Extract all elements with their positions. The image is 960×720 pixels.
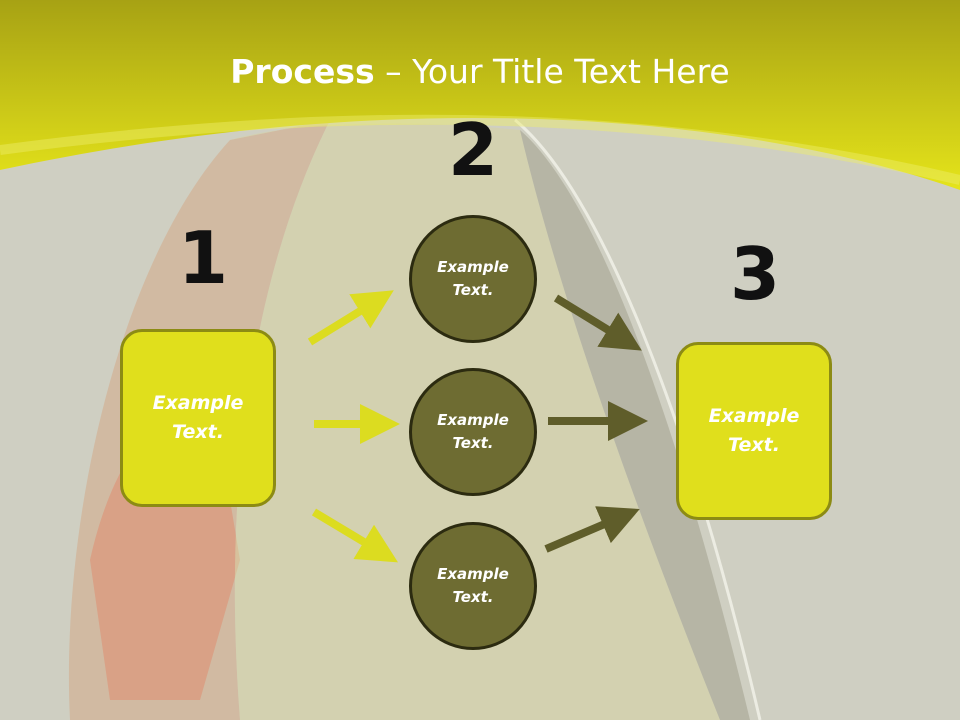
step-number-3: 3	[730, 232, 781, 316]
circle-text-top: Example Text.	[437, 258, 509, 299]
title-rest: – Your Title Text Here	[374, 52, 730, 91]
circle-text-middle: Example Text.	[437, 411, 509, 452]
slide-title: Process – Your Title Text Here	[0, 52, 960, 91]
left-box-text: Example Text.	[152, 392, 244, 443]
right-box-text: Example Text.	[708, 405, 800, 456]
circle-text-bottom: Example Text.	[437, 565, 509, 606]
process-circle-bottom[interactable]: Example Text.	[409, 522, 537, 650]
arrow-box-to-bottom	[311, 508, 399, 563]
arrow-box-to-top	[307, 290, 394, 346]
step-number-1: 1	[178, 216, 229, 300]
left-process-box[interactable]: Example Text.	[120, 329, 276, 507]
arrow-top-to-right	[553, 294, 642, 351]
title-bold: Process	[230, 52, 375, 91]
step-number-2: 2	[448, 108, 499, 192]
arrow-bottom-to-right	[544, 506, 640, 553]
right-process-box[interactable]: Example Text.	[676, 342, 832, 520]
process-circle-top[interactable]: Example Text.	[409, 215, 537, 343]
process-circle-middle[interactable]: Example Text.	[409, 368, 537, 496]
